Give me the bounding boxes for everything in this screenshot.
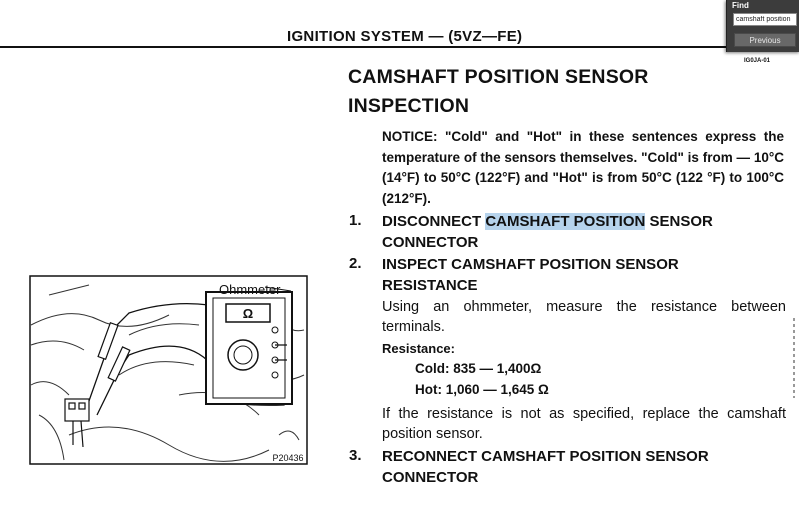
hot-resistance: Hot: 1,060 — 1,645 Ω (415, 382, 549, 397)
step-2-line2: RESISTANCE (382, 277, 478, 294)
page-title-line1: CAMSHAFT POSITION SENSOR (348, 66, 649, 88)
figure-code: P20436 (272, 453, 303, 463)
search-highlight: CAMSHAFT POSITION (485, 213, 646, 230)
step-1-pre: DISCONNECT (382, 213, 486, 230)
step-2-line1: INSPECT CAMSHAFT POSITION SENSOR (382, 256, 679, 273)
engine-background (30, 284, 305, 462)
figure-frame (29, 275, 308, 465)
page-edge-mark (793, 318, 795, 398)
step-1-number: 1. (349, 212, 362, 229)
step-2-heading: INSPECT CAMSHAFT POSITION SENSOR RESISTA… (382, 254, 782, 296)
step-2-note: If the resistance is not as specified, r… (382, 406, 786, 442)
meter-symbol: Ω (243, 306, 253, 321)
sensor-connector (64, 398, 90, 448)
header-rule (0, 46, 726, 48)
find-search-input[interactable] (733, 13, 797, 26)
step-3-line2: CONNECTOR (382, 469, 479, 486)
notice-paragraph: NOTICE: "Cold" and "Hot" in these senten… (382, 129, 784, 206)
step-1-text: DISCONNECT CAMSHAFT POSITION SENSOR CONN… (382, 211, 782, 253)
find-dialog-title: Find (732, 1, 749, 10)
probe-pins (97, 321, 131, 382)
ohmmeter-figure: Ω Ohmmeter P20436 (29, 275, 308, 465)
cold-resistance: Cold: 835 — 1,400Ω (415, 361, 542, 376)
step-1-line2: CONNECTOR (382, 234, 479, 251)
ohmmeter-label: Ohmmeter (219, 282, 281, 297)
step-3-line1: RECONNECT CAMSHAFT POSITION SENSOR (382, 448, 709, 465)
page-title-line2: INSPECTION (348, 95, 470, 117)
previous-button[interactable]: Previous (734, 33, 796, 47)
page-title: CAMSHAFT POSITION SENSOR INSPECTION (348, 63, 649, 121)
ohmmeter-device: Ω (205, 291, 293, 405)
resistance-label: Resistance: (382, 341, 455, 356)
meter-dial (227, 339, 259, 371)
step-1-post: SENSOR (645, 213, 713, 230)
step-2-instruction: Using an ohmmeter, measure the resistanc… (382, 299, 786, 335)
step-3-text: RECONNECT CAMSHAFT POSITION SENSOR CONNE… (382, 446, 782, 488)
section-header: IGNITION SYSTEM — (5VZ—FE) (287, 28, 523, 45)
step-3-number: 3. (349, 447, 362, 464)
document-code: IG0JA-01 (744, 58, 771, 64)
find-dialog: Find Previous (726, 0, 799, 52)
step-2-number: 2. (349, 255, 362, 272)
